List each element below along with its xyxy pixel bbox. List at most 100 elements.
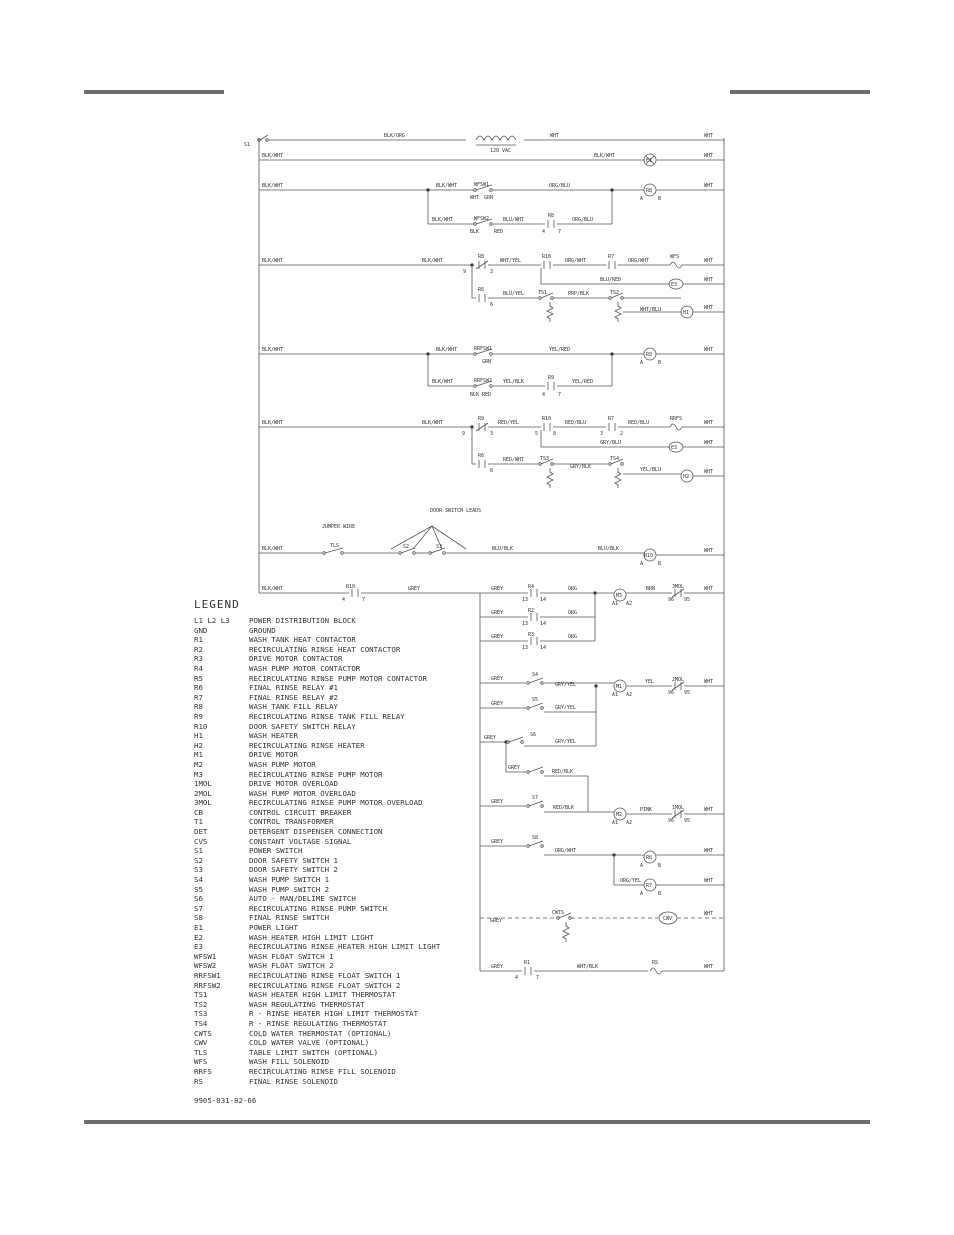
terminal-label: A2 [626, 692, 632, 698]
contact-r7b-label: R7 [608, 416, 614, 422]
wire-label: GREY [508, 765, 520, 771]
terminal-label: 7 [558, 229, 561, 235]
wire-label: BLK/WHT [422, 420, 443, 426]
switch-symbol [265, 138, 269, 142]
legend-code: R4 [194, 663, 203, 673]
switch-symbol [610, 458, 624, 465]
thermostat-cwts-label: CWTS [552, 910, 564, 916]
terminal-label: 8 [553, 431, 556, 437]
legend-description: AUTO - MAN/DELIME SWITCH [249, 894, 356, 904]
switch-symbol [473, 352, 477, 356]
wire-label: WHT [704, 258, 713, 264]
legend-code: E1 [194, 923, 203, 932]
contact-symbol [671, 588, 685, 598]
wire-label: GRY/YEL [555, 705, 576, 711]
wire-label: BLU/BLK [598, 546, 619, 552]
legend-description: RECIRCULATING RINSE PUMP MOTOR [249, 769, 383, 779]
legend-description: WASH FLOAT SWITCH 2 [249, 961, 334, 971]
thermostat-ts1-label: TS1 [538, 290, 547, 296]
wire-label: RED/BLU [628, 420, 649, 426]
wire-label: GRN [484, 195, 493, 201]
legend-code: R3 [194, 654, 203, 664]
legend-description: RECIRCULATING RINSE FILL SOLENOID [249, 1066, 396, 1076]
legend-code: R1 [194, 635, 203, 645]
legend-description: DOOR SAFETY SWITCH 2 [249, 865, 338, 875]
legend-description: WASH PUMP MOTOR [249, 759, 316, 769]
transformer-label: 120 VAC [490, 148, 511, 154]
legend-code: S4 [194, 875, 203, 885]
wire [427, 354, 474, 387]
contact-r10-label: R10 [542, 254, 551, 260]
terminal-label: 7 [558, 392, 561, 398]
thermostat-symbol [614, 302, 622, 322]
wire-label: BLU/RED [600, 277, 621, 283]
wire-label: GRY/BLU [600, 440, 621, 446]
coil-r7-label: R7 [646, 883, 652, 889]
legend-code: S6 [194, 894, 203, 904]
terminal-label: B [658, 863, 661, 869]
switch-symbol [430, 547, 446, 554]
wire-label: WHT [704, 347, 713, 353]
terminal-label: 14 [540, 645, 546, 651]
contact-r7-label: R7 [608, 254, 614, 260]
legend-description: DRIVE MOTOR CONTACTOR [249, 654, 343, 664]
legend-code: E2 [194, 932, 203, 942]
legend-description: CONTROL CIRCUIT BREAKER [249, 807, 352, 817]
terminal-label: B [658, 891, 661, 897]
header-rule-left [84, 90, 224, 94]
legend-description: RECIRCULATING RINSE HEATER [249, 740, 365, 750]
wire-label: WHT [704, 420, 713, 426]
coil-r9-label: R9 [646, 352, 652, 358]
thermostat-symbol [614, 468, 622, 488]
wire-label: GREY [491, 701, 503, 707]
contact-r10c-label: R10 [346, 584, 355, 590]
contact-symbol [475, 260, 489, 270]
terminal-label: B [658, 196, 661, 202]
contact-r4-label: R4 [528, 584, 534, 590]
legend-description: POWER DISTRIBUTION BLOCK [249, 616, 356, 625]
wire-label: GREY [491, 634, 503, 640]
legend-description: WASH TANK HEAT CONTACTOR [249, 635, 356, 645]
legend-description: DOOR SAFETY SWITCH RELAY [249, 721, 356, 731]
terminal-label: A [640, 863, 643, 869]
legend-code: GND [194, 625, 208, 635]
switch-symbol [550, 296, 554, 300]
wire-label: BLK [470, 229, 479, 235]
wire-label: GRY/BLK [570, 464, 591, 470]
switch-symbol [526, 804, 530, 808]
light-e3-label: E3 [671, 445, 677, 451]
wire-label: ORG/BLU [549, 183, 570, 189]
wire-label: GREY [484, 735, 496, 741]
legend-code: S5 [194, 884, 203, 894]
terminal-label: 95 [684, 818, 690, 824]
terminal-label: 13 [522, 645, 528, 651]
switch-symbol [428, 551, 432, 555]
switch-s1-label: S1 [244, 142, 250, 148]
legend-code: R8 [194, 702, 203, 712]
motor-m1-label: M1 [616, 684, 622, 690]
wire-label: RED/BLK [552, 769, 573, 775]
wire-label: BLU/WHT [503, 217, 524, 223]
wire-label: YEL/BLU [640, 467, 661, 473]
contact-symbol [671, 681, 685, 691]
wire-label: WHT [704, 548, 713, 554]
wire-label: RED/WHT [503, 457, 524, 463]
wire [427, 190, 474, 225]
switch-symbol [412, 551, 416, 555]
junction-dot [610, 188, 614, 192]
wire-label: GREY [490, 918, 502, 924]
jumper-wire-label: JUMPER WIRE [322, 524, 355, 530]
legend-code: S7 [194, 903, 203, 913]
legend-code: DET [194, 827, 208, 837]
wire-label: RED [482, 392, 491, 398]
wire-label: BLK/WHT [262, 258, 283, 264]
terminal-label: B [658, 561, 661, 567]
wire [613, 855, 644, 886]
legend-description: RECIRCULATING RINSE FLOAT SWITCH 2 [249, 980, 401, 990]
terminal-label: 13 [522, 621, 528, 627]
wire-label: WHT [704, 277, 713, 283]
legend-description: COLD WATER THERMOSTAT (OPTIONAL) [249, 1028, 392, 1038]
terminal-label: B [658, 360, 661, 366]
wire-label: ORG/YEL [620, 878, 641, 884]
terminal-label: 7 [362, 597, 365, 603]
